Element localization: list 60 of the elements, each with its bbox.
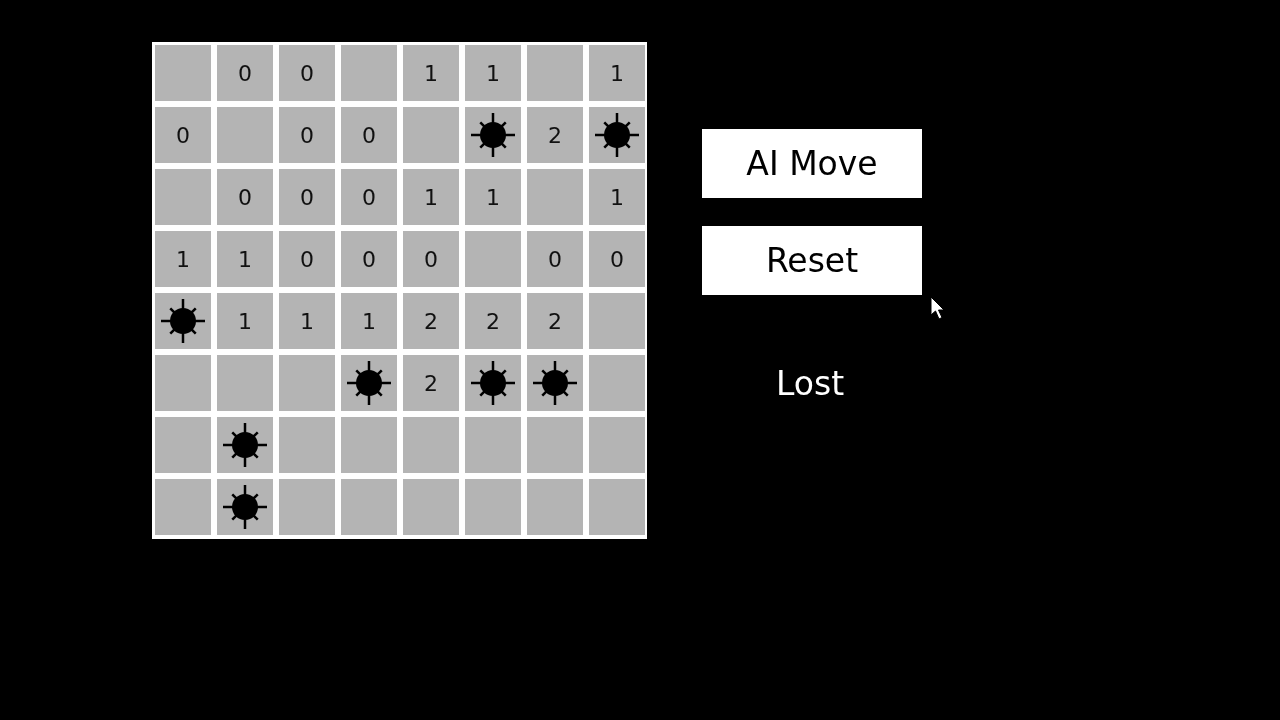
blank-cell (403, 479, 459, 535)
blank-cell (341, 417, 397, 473)
number-cell: 0 (155, 107, 211, 163)
blank-cell (279, 479, 335, 535)
blank-cell (341, 479, 397, 535)
blank-cell (465, 479, 521, 535)
number-cell: 0 (403, 231, 459, 287)
number-cell: 1 (589, 45, 645, 101)
blank-cell (465, 231, 521, 287)
blank-cell (589, 355, 645, 411)
board-background (152, 42, 647, 539)
number-cell: 1 (589, 169, 645, 225)
number-cell: 0 (341, 107, 397, 163)
number-cell: 1 (155, 231, 211, 287)
number-cell: 0 (589, 231, 645, 287)
blank-cell (217, 107, 273, 163)
number-cell: 2 (403, 293, 459, 349)
blank-cell (589, 479, 645, 535)
action-button: AI Move (702, 129, 922, 198)
number-cell: 0 (217, 169, 273, 225)
number-cell: 1 (217, 231, 273, 287)
number-cell: 2 (403, 355, 459, 411)
blank-cell (527, 417, 583, 473)
blank-cell (155, 169, 211, 225)
number-cell: 0 (527, 231, 583, 287)
blank-cell (155, 355, 211, 411)
number-cell: 2 (465, 293, 521, 349)
action-button: Reset (702, 226, 922, 295)
blank-cell (155, 45, 211, 101)
number-cell: 2 (527, 293, 583, 349)
blank-cell (527, 45, 583, 101)
blank-cell (589, 293, 645, 349)
number-cell: 1 (403, 169, 459, 225)
number-cell: 1 (279, 293, 335, 349)
number-cell: 0 (341, 231, 397, 287)
number-cell: 0 (279, 231, 335, 287)
number-cell: 1 (465, 169, 521, 225)
blank-cell (403, 107, 459, 163)
blank-cell (341, 45, 397, 101)
status-text: Lost (776, 364, 845, 403)
blank-cell (465, 417, 521, 473)
number-cell: 0 (217, 45, 273, 101)
blank-cell (589, 417, 645, 473)
blank-cell (155, 417, 211, 473)
blank-cell (527, 479, 583, 535)
number-cell: 0 (279, 107, 335, 163)
number-cell: 1 (403, 45, 459, 101)
blank-cell (527, 169, 583, 225)
number-cell: 0 (279, 45, 335, 101)
number-cell: 1 (217, 293, 273, 349)
number-cell: 2 (527, 107, 583, 163)
blank-cell (403, 417, 459, 473)
blank-cell (217, 355, 273, 411)
number-cell: 1 (341, 293, 397, 349)
number-cell: 0 (279, 169, 335, 225)
number-cell: 0 (341, 169, 397, 225)
blank-cell (279, 417, 335, 473)
blank-cell (155, 479, 211, 535)
blank-cell (279, 355, 335, 411)
number-cell: 1 (465, 45, 521, 101)
